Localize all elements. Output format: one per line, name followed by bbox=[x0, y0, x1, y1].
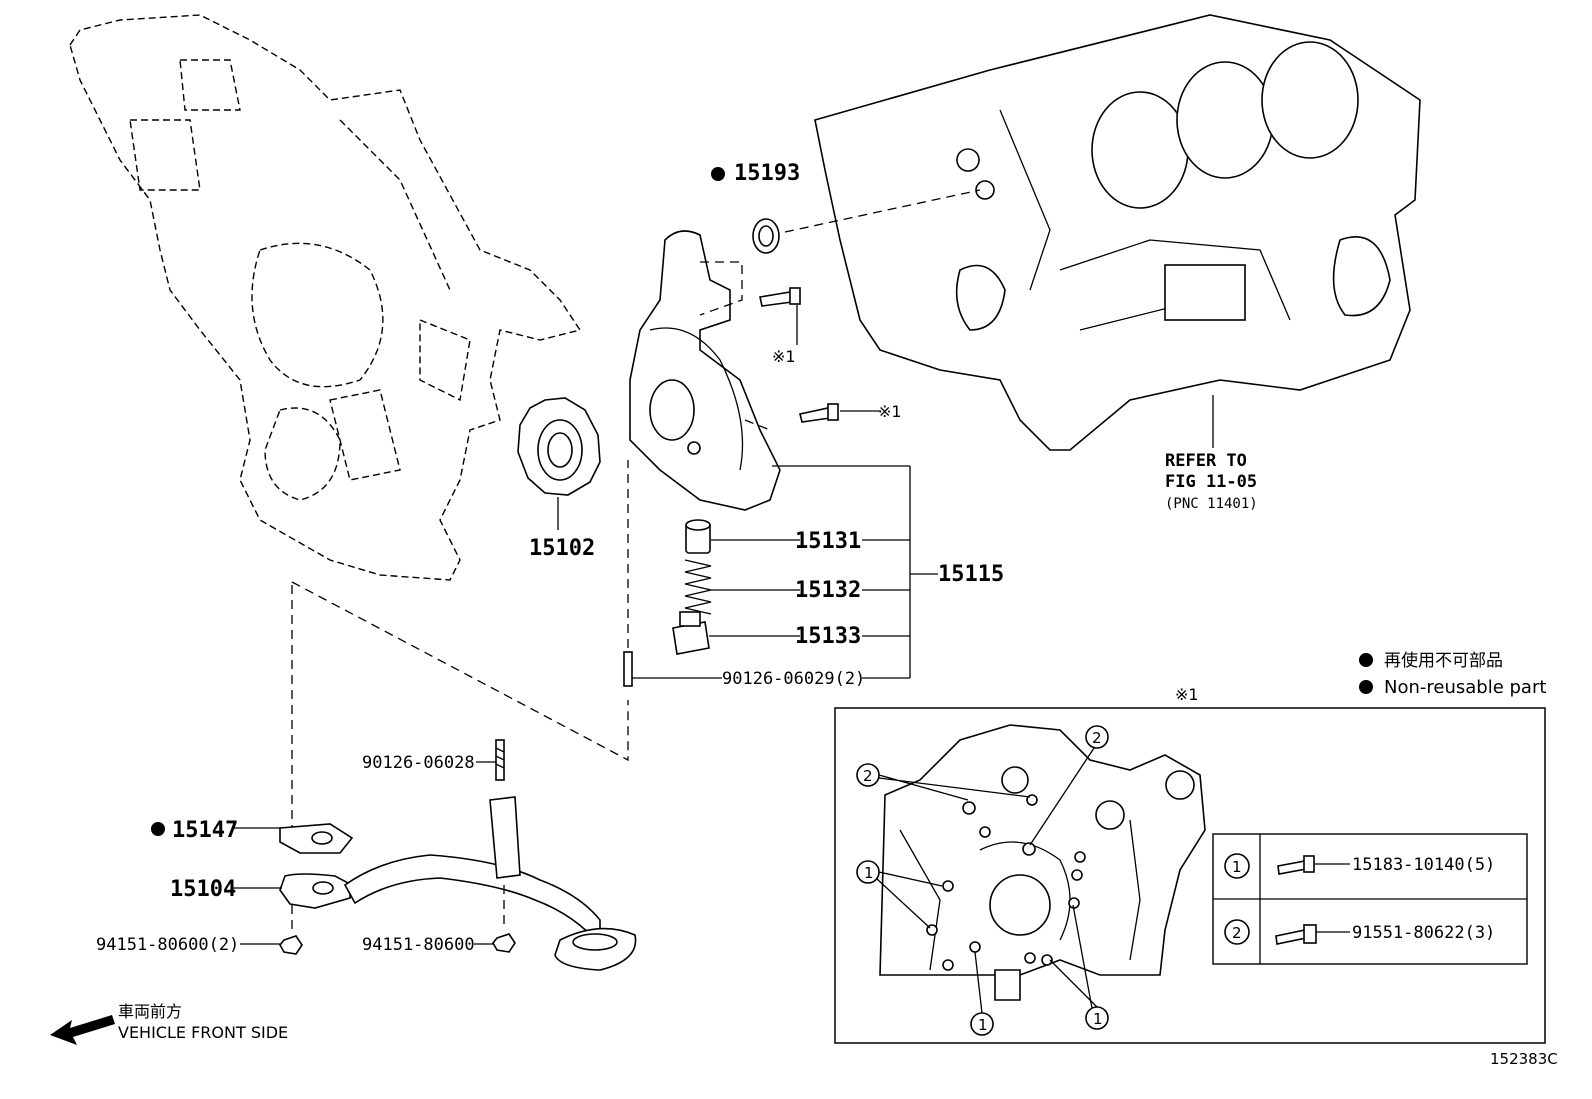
cylinder-block-illustration bbox=[814, 14, 1421, 451]
label-15115: 15115 bbox=[938, 562, 1004, 587]
relief-valve-spring bbox=[684, 559, 712, 615]
label-15147: 15147 bbox=[172, 818, 238, 843]
label-15193: 15193 bbox=[734, 161, 800, 186]
bolt-table-marker-1: 1 bbox=[1232, 858, 1242, 876]
oil-strainer-15104 bbox=[279, 796, 637, 971]
bolt-2-icon bbox=[1275, 924, 1350, 945]
diagram-id: 152383C bbox=[1490, 1050, 1558, 1068]
note-ref-lower-bolt: ※1 bbox=[878, 402, 902, 421]
refer-line-3: (PNC 11401) bbox=[1165, 496, 1258, 512]
nut-94151-80600 bbox=[492, 933, 516, 953]
bolt-table-marker-2: 2 bbox=[1232, 924, 1242, 942]
note-ref-upper-bolt: ※1 bbox=[772, 347, 796, 366]
label-94151-80600-2: 94151-80600(2) bbox=[96, 935, 239, 955]
label-15131: 15131 bbox=[795, 529, 861, 554]
legend-en: Non-reusable part bbox=[1384, 677, 1546, 698]
bolt-upper bbox=[759, 287, 801, 345]
inset-marker-1c: 1 bbox=[1093, 1010, 1103, 1028]
label-15104: 15104 bbox=[170, 877, 236, 902]
legend-jp: 再使用不可部品 bbox=[1384, 650, 1503, 671]
label-15132: 15132 bbox=[795, 578, 861, 603]
oil-pump-rotor-15102 bbox=[517, 397, 601, 530]
legend-dot-en-icon bbox=[1359, 680, 1373, 694]
vehicle-front-arrow-icon bbox=[50, 1015, 115, 1045]
oil-pump-illustration bbox=[629, 230, 781, 511]
note-ref-inset: ※1 bbox=[1175, 685, 1199, 704]
refer-line-2: FIG 11-05 bbox=[1165, 472, 1257, 492]
refer-line-1: REFER TO bbox=[1165, 451, 1247, 471]
label-15133: 15133 bbox=[795, 624, 861, 649]
direction-en: VEHICLE FRONT SIDE bbox=[118, 1023, 288, 1042]
leader-lines-15115 bbox=[632, 465, 938, 679]
label-94151-80600: 94151-80600 bbox=[362, 935, 475, 955]
inset-marker-1a: 1 bbox=[864, 864, 874, 882]
bolt-1-icon bbox=[1277, 855, 1350, 875]
label-90126-06028: 90126-06028 bbox=[362, 753, 475, 773]
oil-seal-15193 bbox=[752, 189, 981, 254]
gasket-15147 bbox=[279, 823, 354, 854]
legend-dot-jp-icon bbox=[1359, 653, 1373, 667]
direction-jp: 車両前方 bbox=[118, 1002, 182, 1021]
nut-94151-80600-2 bbox=[279, 935, 303, 955]
bolt-table-part-2: 91551-80622(3) bbox=[1352, 923, 1495, 943]
inset-marker-2a: 2 bbox=[863, 767, 873, 785]
label-15102: 15102 bbox=[529, 536, 595, 561]
label-90126-06029: 90126-06029(2) bbox=[722, 669, 865, 689]
bolt-table-part-1: 15183-10140(5) bbox=[1352, 855, 1495, 875]
relief-valve-plunger bbox=[685, 519, 711, 554]
inset-marker-2b: 2 bbox=[1092, 729, 1102, 747]
stud-90126-06029 bbox=[623, 460, 633, 687]
strainer-leaders bbox=[233, 761, 496, 945]
timing-cover-illustration bbox=[69, 14, 582, 581]
inset-box bbox=[834, 707, 1546, 1044]
bolt-lower bbox=[799, 403, 880, 423]
inset-marker-1b: 1 bbox=[978, 1016, 988, 1034]
nonreusable-dot-15147 bbox=[151, 822, 165, 836]
alignment-dashes bbox=[291, 581, 629, 830]
nonreusable-dot-15193 bbox=[711, 167, 725, 181]
relief-valve-plug bbox=[672, 611, 710, 655]
stud-90126-06028 bbox=[495, 739, 505, 781]
